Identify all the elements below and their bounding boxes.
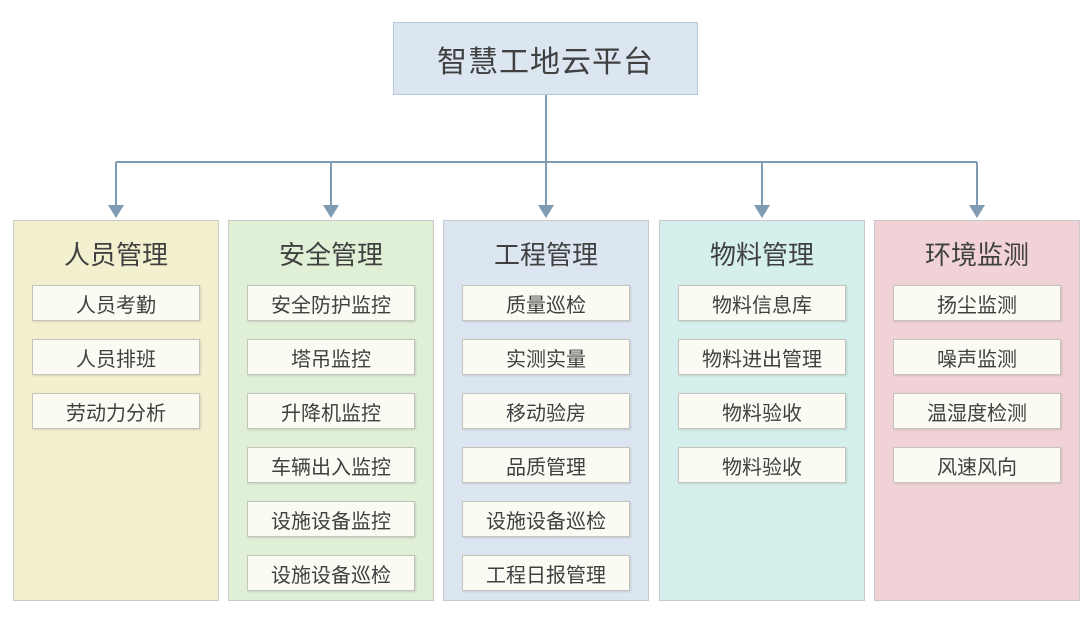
module-item: 设施设备巡检 — [247, 555, 415, 591]
module-item: 质量巡检 — [462, 285, 630, 321]
category-personnel: 人员管理人员考勤人员排班劳动力分析 — [13, 220, 219, 601]
module-item: 人员考勤 — [32, 285, 200, 321]
module-item: 实测实量 — [462, 339, 630, 375]
module-item: 设施设备监控 — [247, 501, 415, 537]
arrow-to-materials — [754, 162, 770, 218]
arrow-to-environment — [969, 162, 985, 218]
category-title: 环境监测 — [924, 241, 1029, 271]
module-item: 设施设备巡检 — [462, 501, 630, 537]
arrow-to-safety — [323, 162, 339, 218]
module-item: 升降机监控 — [247, 393, 415, 429]
module-item: 移动验房 — [462, 393, 630, 429]
module-item: 劳动力分析 — [32, 393, 200, 429]
module-item: 人员排班 — [32, 339, 200, 375]
category-title: 物料管理 — [709, 241, 814, 271]
category-safety: 安全管理安全防护监控塔吊监控升降机监控车辆出入监控设施设备监控设施设备巡检 — [228, 220, 434, 601]
category-title: 人员管理 — [63, 241, 168, 271]
module-item: 噪声监测 — [893, 339, 1061, 375]
module-item: 温湿度检测 — [893, 393, 1061, 429]
module-item: 物料进出管理 — [678, 339, 846, 375]
module-item: 物料验收 — [678, 447, 846, 483]
module-item: 工程日报管理 — [462, 555, 630, 591]
category-environment: 环境监测扬尘监测噪声监测温湿度检测风速风向 — [874, 220, 1080, 601]
module-item: 物料信息库 — [678, 285, 846, 321]
category-title: 工程管理 — [493, 241, 598, 271]
arrow-to-personnel — [108, 162, 124, 218]
module-item: 品质管理 — [462, 447, 630, 483]
module-item: 物料验收 — [678, 393, 846, 429]
module-item: 风速风向 — [893, 447, 1061, 483]
module-item: 车辆出入监控 — [247, 447, 415, 483]
module-item: 扬尘监测 — [893, 285, 1061, 321]
arrow-to-engineering — [538, 162, 554, 218]
category-title: 安全管理 — [278, 241, 383, 271]
category-materials: 物料管理物料信息库物料进出管理物料验收物料验收 — [659, 220, 865, 601]
module-item: 安全防护监控 — [247, 285, 415, 321]
category-engineering: 工程管理质量巡检实测实量移动验房品质管理设施设备巡检工程日报管理 — [443, 220, 649, 601]
module-item: 塔吊监控 — [247, 339, 415, 375]
root-node: 智慧工地云平台 — [393, 22, 698, 95]
